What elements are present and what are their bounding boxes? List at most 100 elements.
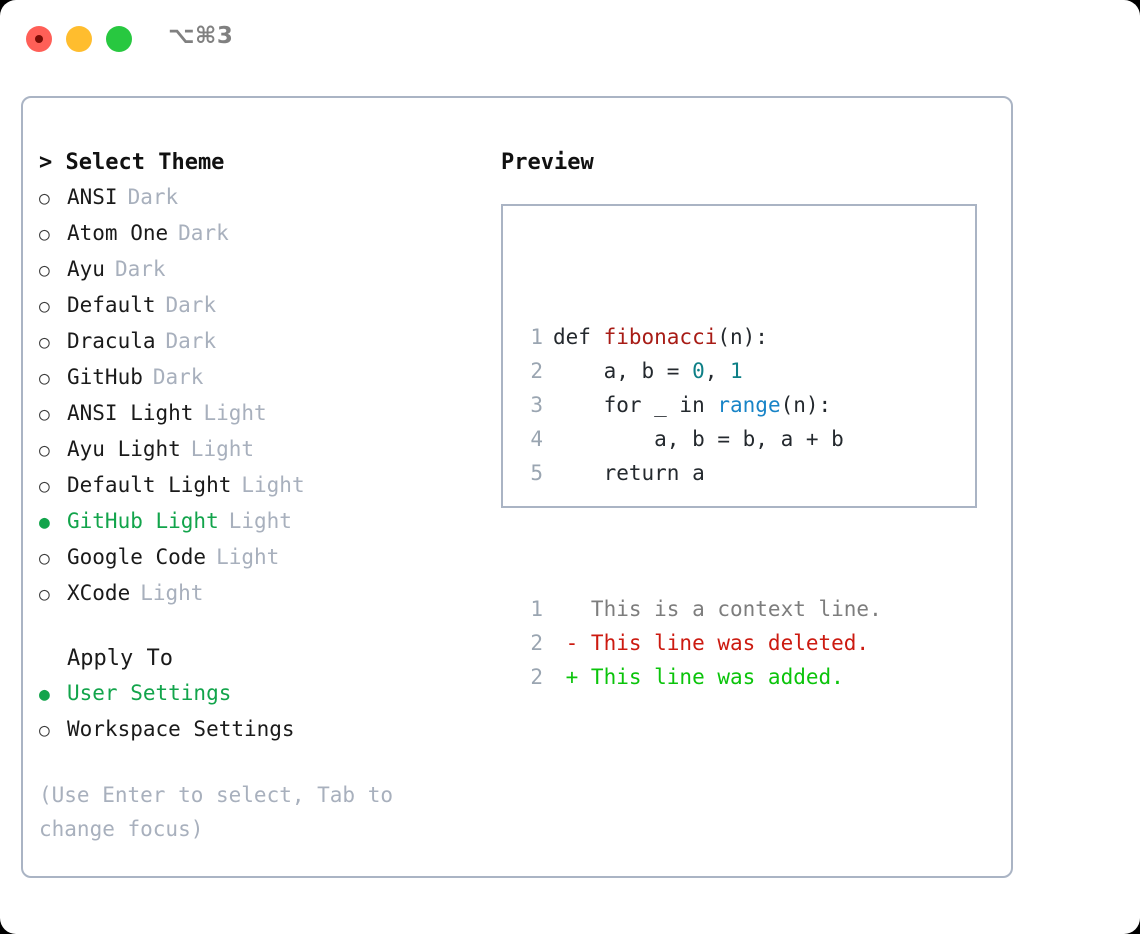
diff-line: 2 + This line was added. xyxy=(517,660,882,694)
option-label: ANSI xyxy=(67,185,118,209)
option-label: XCode xyxy=(67,581,131,605)
radio-selected-icon: ● xyxy=(39,512,50,533)
theme-option-4[interactable]: ○ Dracula Dark xyxy=(39,324,479,360)
option-variant-tag: Dark xyxy=(127,185,179,209)
keyboard-hint-text: (Use Enter to select, Tab to change focu… xyxy=(39,783,394,841)
radio-unselected-icon: ○ xyxy=(39,296,50,317)
option-label: Dracula xyxy=(67,329,156,353)
option-label: Workspace Settings xyxy=(67,717,295,741)
code-token: range xyxy=(717,393,781,417)
option-label: Default Light xyxy=(67,473,232,497)
option-variant-tag: Light xyxy=(216,545,280,569)
theme-option-5[interactable]: ○ GitHub Dark xyxy=(39,360,479,396)
theme-option-6[interactable]: ○ ANSI Light Light xyxy=(39,396,479,432)
code-token: 0 xyxy=(692,359,705,383)
radio-unselected-icon: ○ xyxy=(39,188,50,209)
code-token: (n): xyxy=(780,393,832,417)
code-line: 4 a, b = b, a + b xyxy=(517,422,882,456)
code-token: def xyxy=(553,325,604,349)
theme-option-7[interactable]: ○ Ayu Light Light xyxy=(39,432,479,468)
apply-to-option-1[interactable]: ○ Workspace Settings xyxy=(39,712,479,748)
radio-unselected-icon: ○ xyxy=(39,476,50,497)
radio-unselected-icon: ○ xyxy=(39,260,50,281)
option-variant-tag: Dark xyxy=(165,293,217,317)
line-number: 4 xyxy=(530,427,543,451)
code-token: 1 xyxy=(730,359,743,383)
option-label: ANSI Light xyxy=(67,401,194,425)
diff-line-text: This is a context line. xyxy=(553,597,882,621)
option-variant-tag: Light xyxy=(241,473,305,497)
code-token: a, b = b, a + b xyxy=(553,427,844,451)
line-number: 2 xyxy=(530,359,543,383)
apply-to-header: Apply To xyxy=(67,646,173,671)
minimize-window-button[interactable] xyxy=(66,26,92,52)
option-variant-tag: Dark xyxy=(152,365,204,389)
theme-option-3[interactable]: ○ Default Dark xyxy=(39,288,479,324)
line-number: 3 xyxy=(530,393,543,417)
option-variant-tag: Light xyxy=(228,509,292,533)
preview-title: Preview xyxy=(501,150,594,175)
apply-to-block: Apply To ● User Settings ○ Workspace Settin… xyxy=(39,642,479,748)
select-theme-header: > Select Theme xyxy=(39,150,225,175)
option-label: Atom One xyxy=(67,221,169,245)
title-bar: ⌥⌘3 xyxy=(0,0,1140,78)
code-token: (n): xyxy=(717,325,768,349)
code-line: 5 return a xyxy=(517,456,882,490)
apply-to-option-0[interactable]: ● User Settings xyxy=(39,676,479,712)
option-variant-tag: Dark xyxy=(114,257,166,281)
line-number: 5 xyxy=(530,461,543,485)
maximize-window-button[interactable] xyxy=(106,26,132,52)
radio-unselected-icon: ○ xyxy=(39,368,50,389)
keyboard-shortcut-label: ⌥⌘3 xyxy=(168,23,234,49)
diff-line-text: + This line was added. xyxy=(553,665,844,689)
option-variant-tag: Dark xyxy=(178,221,229,245)
radio-unselected-icon: ○ xyxy=(39,440,50,461)
line-number: 2 xyxy=(530,665,543,689)
close-icon xyxy=(35,35,43,43)
option-label: Default xyxy=(67,293,156,317)
code-token: a, b = xyxy=(553,359,693,383)
line-number: 2 xyxy=(530,631,543,655)
option-label: Ayu Light xyxy=(67,437,181,461)
theme-option-11[interactable]: ○ XCode Light xyxy=(39,576,479,612)
code-line: 3 for _ in range(n): xyxy=(517,388,882,422)
option-variant-tag: Light xyxy=(203,401,267,425)
option-variant-tag: Light xyxy=(190,437,255,461)
option-label: GitHub Light xyxy=(67,509,219,533)
theme-option-8[interactable]: ○ Default Light Light xyxy=(39,468,479,504)
code-token: fibonacci xyxy=(603,325,718,349)
line-number: 1 xyxy=(530,597,543,621)
code-token: return a xyxy=(553,461,705,485)
radio-unselected-icon: ○ xyxy=(39,548,50,569)
radio-unselected-icon: ○ xyxy=(39,584,50,605)
radio-unselected-icon: ○ xyxy=(39,404,50,425)
diff-line-text: - This line was deleted. xyxy=(553,631,870,655)
radio-unselected-icon: ○ xyxy=(39,720,50,741)
theme-option-0[interactable]: ○ ANSI Dark xyxy=(39,180,479,216)
option-variant-tag: Dark xyxy=(165,329,217,353)
radio-selected-icon: ● xyxy=(39,684,50,705)
radio-unselected-icon: ○ xyxy=(39,224,50,245)
code-line: 1 def fibonacci(n): xyxy=(517,320,882,354)
code-token: , xyxy=(704,359,731,383)
option-label: GitHub xyxy=(67,365,143,389)
diff-snippet: 1 This is a context line. 2 - This line w… xyxy=(517,592,882,694)
code-token: for _ in xyxy=(553,393,718,417)
radio-unselected-icon: ○ xyxy=(39,332,50,353)
option-label: User Settings xyxy=(67,681,232,705)
line-number: 1 xyxy=(530,325,543,349)
theme-option-9[interactable]: ● GitHub Light Light xyxy=(39,504,479,540)
diff-line: 1 This is a context line. xyxy=(517,592,882,626)
theme-option-1[interactable]: ○ Atom One Dark xyxy=(39,216,479,252)
option-variant-tag: Light xyxy=(140,581,204,605)
